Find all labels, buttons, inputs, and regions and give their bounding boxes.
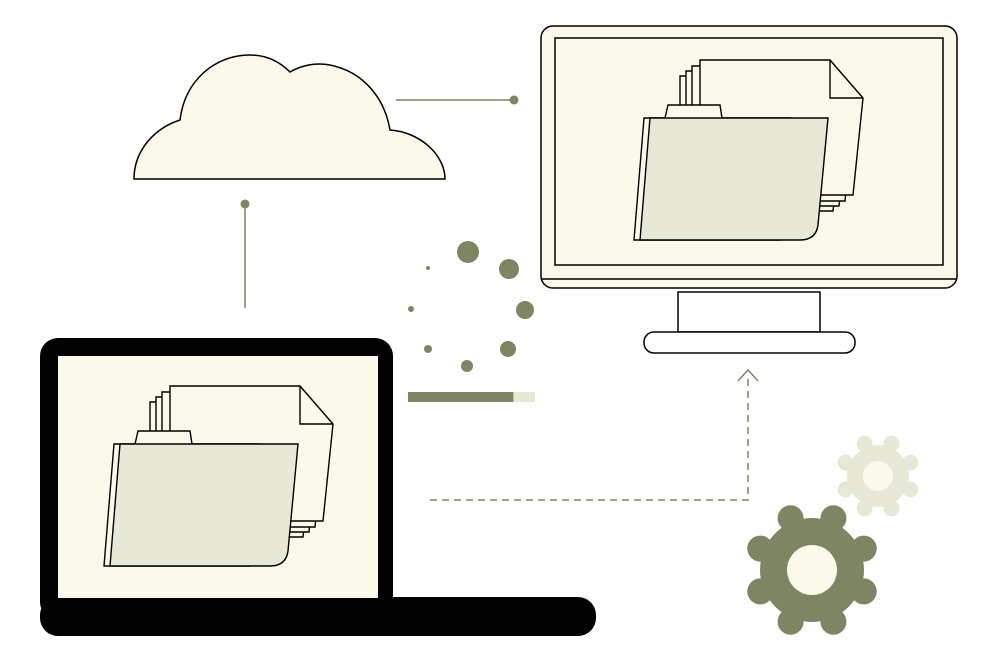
monitor-stand-neck xyxy=(677,291,821,333)
loading-spinner-icon xyxy=(408,241,534,372)
monitor-stand-base xyxy=(643,331,856,354)
spinner-dot xyxy=(426,266,430,270)
large-gear-icon xyxy=(747,505,877,635)
progress-fill xyxy=(408,392,514,402)
folder-icon xyxy=(633,59,864,241)
sync-arrow-dashed-line xyxy=(430,374,749,501)
folder-front xyxy=(109,443,299,567)
gear-hole xyxy=(863,461,893,491)
folder-icon xyxy=(103,385,334,567)
connector-dot xyxy=(240,199,250,209)
page-fold xyxy=(299,386,333,425)
transfer-progress-bar xyxy=(408,392,535,402)
spinner-dot xyxy=(500,341,516,357)
spinner-dot xyxy=(516,301,534,319)
spinner-dot xyxy=(461,360,473,372)
arrow-up-icon xyxy=(737,368,759,382)
folder-front xyxy=(639,117,829,241)
spinner-dot xyxy=(408,306,414,312)
spinner-dot xyxy=(499,259,519,279)
desktop-monitor xyxy=(540,25,958,354)
connector-dot xyxy=(509,95,519,105)
spinner-dot xyxy=(424,345,432,353)
small-gear-icon xyxy=(837,435,919,517)
laptop xyxy=(40,338,596,636)
gear-hole xyxy=(787,545,837,595)
cloud-icon xyxy=(133,54,446,180)
page-fold xyxy=(829,60,863,99)
laptop-base xyxy=(40,597,596,636)
spinner-dot xyxy=(457,241,479,263)
